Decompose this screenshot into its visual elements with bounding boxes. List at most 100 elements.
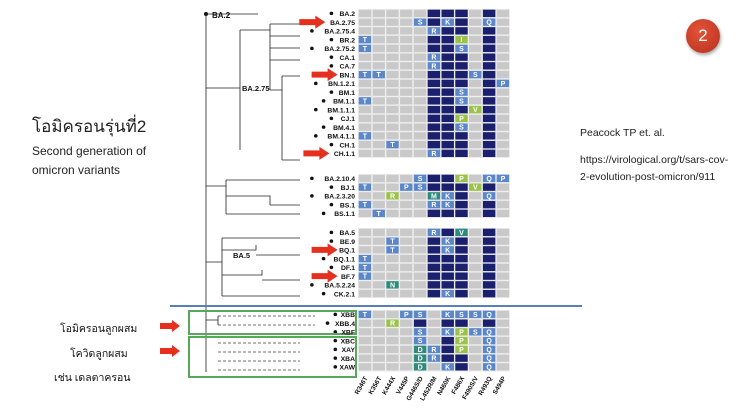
grid-cell (482, 280, 496, 290)
grid-cell (413, 263, 427, 272)
leaf-node (333, 338, 338, 343)
grid-cell (358, 105, 372, 114)
cell-mutation-letter: N (390, 282, 395, 289)
ba5-leaves (222, 237, 300, 297)
grid-cell (399, 96, 414, 106)
grid-cell (413, 182, 427, 192)
clade-ba275-label: BA.2.75 (242, 84, 270, 93)
grid-cell (385, 271, 400, 281)
grid-cell (482, 44, 496, 53)
grid-cell (468, 79, 483, 88)
grid-cell (371, 310, 386, 319)
grid-cell (482, 35, 496, 44)
grid-cell (371, 345, 386, 354)
cell-mutation-letter: P (459, 338, 464, 345)
grid-cell (371, 122, 386, 132)
grid-cell (413, 254, 427, 263)
grid-cell (468, 318, 483, 328)
cell-mutation-letter: K (445, 202, 450, 209)
grid-cell (371, 289, 386, 298)
grid-cell (468, 182, 483, 192)
cell-mutation-letter: V (459, 230, 464, 237)
grid-cell (468, 52, 483, 62)
grid-cell (399, 105, 414, 114)
grid-cell (482, 9, 496, 18)
source-url[interactable]: https://virological.org/t/sars-cov-2-evo… (580, 154, 729, 183)
grid-cell (468, 200, 483, 209)
grid-cell (496, 61, 510, 71)
variant-label: BA.2.75 (330, 20, 355, 27)
cell-mutation-letter: K (445, 247, 450, 254)
grid-cell (427, 200, 441, 209)
grid-cell (358, 9, 372, 18)
grid-cell (413, 52, 427, 62)
root-label: BA.2 (212, 11, 231, 20)
cell-mutation-letter: R (431, 230, 436, 237)
grid-cell (358, 122, 372, 132)
grid-cell (454, 9, 469, 18)
cell-mutation-letter: S (418, 312, 423, 319)
grid-cell (440, 200, 455, 209)
grid-cell (440, 228, 455, 237)
grid-cell (427, 26, 441, 36)
grid-cell (496, 52, 510, 62)
cell-mutation-letter: P (459, 347, 464, 354)
grid-cell (482, 254, 496, 263)
grid-cell (371, 245, 386, 255)
cell-mutation-letter: I (461, 37, 463, 44)
grid-cell (468, 245, 483, 255)
grid-cell (358, 52, 372, 62)
grid-cell (358, 263, 372, 272)
grid-cell (454, 96, 469, 106)
cell-mutation-letter: R (431, 55, 436, 62)
grid-cell (427, 79, 441, 88)
cell-mutation-letter: K (445, 329, 450, 336)
grid-cell (427, 236, 441, 246)
grid-cell (482, 87, 496, 97)
subtitle-line-1: Second generation of (32, 144, 147, 158)
grid-cell (454, 122, 469, 132)
grid-cell (399, 327, 414, 337)
grid-cell (427, 35, 441, 44)
leaf-node (329, 90, 334, 94)
grid-cell (385, 200, 400, 209)
cell-mutation-letter: S (418, 20, 423, 27)
grid-cell (440, 174, 455, 183)
leaf-node (314, 134, 318, 138)
grid-cell (468, 345, 483, 354)
cell-mutation-letter: T (363, 46, 368, 53)
grid-cell (358, 61, 372, 71)
cell-mutation-letter: K (445, 312, 450, 319)
grid-cell (358, 209, 372, 218)
grid-cell (468, 353, 483, 363)
variant-label: BA.2.3.20 (324, 194, 355, 201)
grid-cell (399, 35, 414, 44)
grid-cell (413, 96, 427, 106)
grid-cell (440, 245, 455, 255)
grid-cell (440, 362, 455, 372)
grid-cell (454, 61, 469, 71)
grid-cell (468, 254, 483, 263)
variant-label: BA.5 (340, 230, 356, 237)
variant-label: BQ.1.1 (333, 256, 355, 263)
grid-cell (427, 245, 441, 255)
label-deltacron-example: เช่น เดลตาครอน (54, 372, 131, 384)
grid-cell (413, 310, 427, 319)
grid-cell (496, 200, 510, 209)
grid-cell (440, 9, 455, 18)
cell-mutation-letter: T (363, 312, 368, 319)
grid-cell (399, 9, 414, 18)
bj-stem (206, 180, 227, 214)
cell-mutation-letter: P (404, 312, 409, 319)
grid-cell (413, 17, 427, 27)
grid-cell (496, 289, 510, 298)
grid-cell (468, 263, 483, 272)
grid-cell (496, 105, 510, 114)
grid-cell (468, 9, 483, 18)
grid-cell (496, 336, 510, 345)
grid-cell (482, 149, 496, 158)
grid-cell (413, 353, 427, 363)
red-arrow-icon (311, 243, 338, 257)
grid-cell (413, 35, 427, 44)
grid-cell (399, 362, 414, 372)
